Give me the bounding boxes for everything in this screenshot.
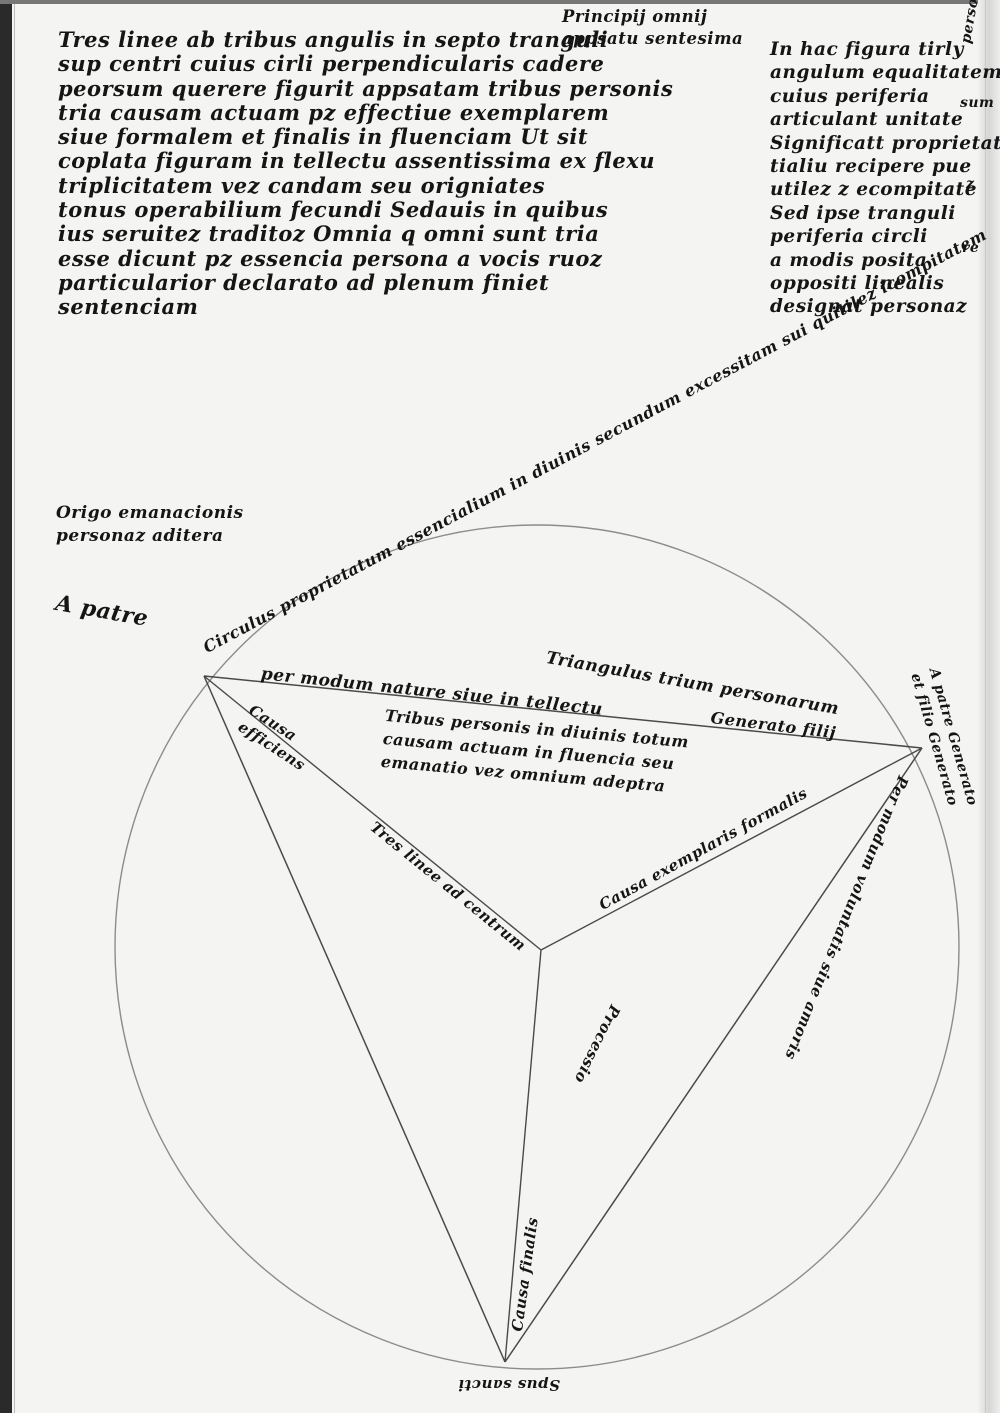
text-line: angulum equalitatem — [770, 62, 1000, 84]
text-line: tialiu recipere pue — [770, 156, 972, 178]
page-fore-edge — [978, 0, 1000, 1413]
origin-note: Origo emanacionis personaz aditera — [56, 502, 244, 548]
text-line: appsatu sentesima — [562, 29, 744, 48]
text-line: a modis posita — [770, 249, 928, 271]
text-line: Tres linee ab tribus angulis in septo tr… — [58, 27, 609, 52]
text-line: articulant unitate — [770, 109, 964, 131]
text-line: personaz aditera — [56, 526, 224, 546]
top-edge — [0, 0, 1000, 4]
book-gutter — [0, 0, 12, 1413]
triangle-side-right — [504, 747, 923, 1363]
text-line: Significatt proprietatum — [770, 132, 1000, 154]
text-line: utilez z ecompitate — [770, 179, 977, 201]
text-line: ius seruitez traditoz Omnia q omni sunt … — [58, 221, 600, 247]
radius-to-father — [203, 675, 542, 951]
triangle-side-top — [203, 675, 923, 749]
text-block-top-center: Principij omnij appsatu sentesima — [562, 6, 743, 50]
diagram-circle — [114, 524, 960, 1370]
text-line: oppositi linealis — [770, 273, 945, 295]
text-line: Principij omnij — [562, 7, 708, 26]
text-line: tonus operabilium fecundi Sedauis in qui… — [58, 197, 609, 223]
text-line: cuius periferia — [770, 85, 930, 107]
triangle-side-left — [203, 675, 506, 1363]
text-line: Origo emanacionis — [56, 503, 244, 523]
text-line: sup centri cuius cirli perpendicularis c… — [58, 51, 605, 77]
text-line: In hac figura tirly — [770, 39, 964, 60]
margin-gloss: re — [962, 240, 980, 256]
fore-edge-rule — [985, 0, 986, 1413]
text-block-top-left: Tres linee ab tribus angulis in septo tr… — [58, 27, 674, 320]
text-line: periferia circli — [770, 226, 928, 248]
text-line: tria causam actuam pz effectiue exemplar… — [58, 99, 610, 125]
text-line: sentenciam — [58, 294, 199, 320]
text-line: designat personaz — [770, 296, 968, 318]
gutter-rule — [14, 0, 15, 1413]
text-line: esse dicunt pz essencia persona a vocis … — [58, 245, 603, 271]
margin-gloss: z — [966, 176, 975, 192]
text-block-top-right: In hac figura tirly angulum equalitatem … — [770, 38, 1000, 319]
radius-to-spirit — [504, 949, 542, 1363]
text-line: particularior declarato ad plenum finiet — [58, 269, 550, 295]
text-line: peorsum querere figurit appsatam tribus … — [58, 75, 674, 101]
spiritus-sancti-label: Spus sancti — [457, 1376, 560, 1394]
text-line: siue formalem et finalis in fluenciam Ut… — [58, 124, 589, 150]
margin-gloss: sum — [960, 95, 995, 111]
text-line: Sed ipse tranguli — [770, 202, 956, 224]
radius-to-son — [540, 747, 923, 951]
text-line: triplicitatem vez candam seu origniates — [58, 172, 546, 198]
text-line: coplata figuram in tellectu assentissima… — [58, 148, 656, 174]
